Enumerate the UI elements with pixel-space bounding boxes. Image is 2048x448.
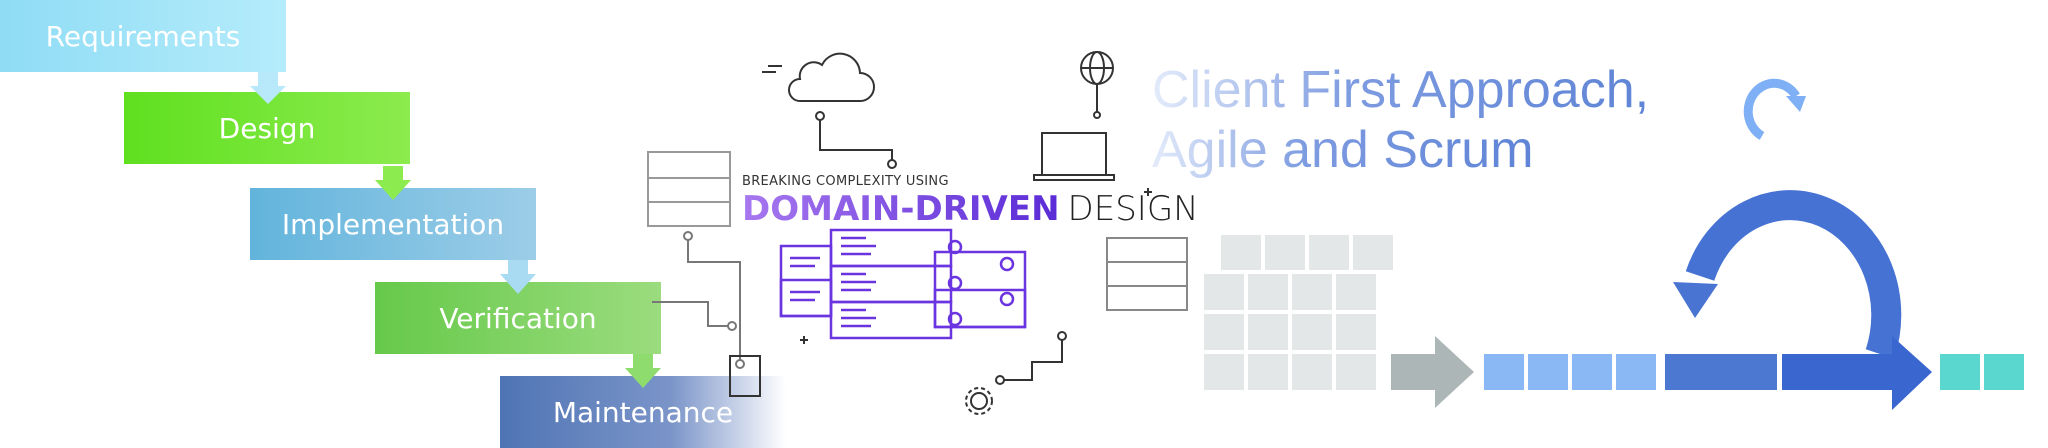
arrow-down-icon xyxy=(500,260,536,294)
waterfall-arrows xyxy=(250,72,661,388)
ddd-title-strong: DOMAIN-DRIVEN xyxy=(742,189,1060,229)
step-label: Requirements xyxy=(45,19,241,53)
gear-icon xyxy=(970,392,988,410)
ddd-subtitle: BREAKING COMPLEXITY USING xyxy=(742,174,949,189)
server-icon xyxy=(1106,237,1188,311)
tablet-icon xyxy=(729,355,761,397)
sprint-loop-icon xyxy=(1685,190,1902,359)
plus-icon xyxy=(800,336,808,344)
ddd-illustration xyxy=(647,51,1188,415)
ddd-title-light: DESIGN xyxy=(1067,189,1199,229)
laptop-icon xyxy=(1041,132,1107,176)
plus-icon xyxy=(1144,188,1152,196)
step-label: Implementation xyxy=(281,207,505,241)
step-design: Design xyxy=(124,92,410,164)
daily-loop-icon xyxy=(1743,78,1800,140)
arrow-down-icon xyxy=(250,72,286,104)
product-backlog xyxy=(1204,235,1393,390)
sprint-backlog xyxy=(1484,354,1656,390)
arrow-down-icon xyxy=(625,354,661,388)
agile-heading-line1: Client First Approach, xyxy=(1152,61,1650,119)
step-label: Maintenance xyxy=(552,395,734,429)
cloud-icon xyxy=(788,52,875,102)
step-label: Design xyxy=(218,111,316,145)
purple-server-stack xyxy=(779,228,1027,340)
arrow-right-icon xyxy=(1391,336,1474,408)
step-requirements: Requirements xyxy=(0,0,286,72)
step-label: Verification xyxy=(439,301,597,335)
agile-heading-line2: Agile and Scrum xyxy=(1152,121,1534,179)
step-verification: Verification xyxy=(375,282,661,354)
arrow-right-icon xyxy=(1782,336,1932,410)
increment xyxy=(1940,354,2024,390)
sprint-bar xyxy=(1665,354,1777,390)
arrow-down-icon xyxy=(375,166,411,200)
scrum-diagram xyxy=(1204,78,2024,410)
server-icon xyxy=(647,151,731,227)
